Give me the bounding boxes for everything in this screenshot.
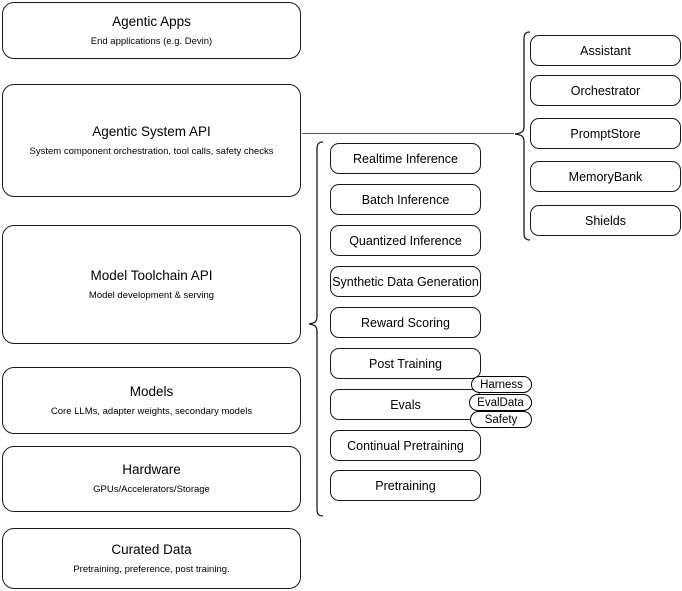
stack-layer-curated-data[interactable]: Curated Data Pretraining, preference, po… (2, 528, 301, 589)
evals-tag-harness[interactable]: Harness (471, 376, 532, 393)
capability-reward-scoring[interactable]: Reward Scoring (330, 307, 481, 338)
evals-tag-evaldata[interactable]: EvalData (469, 394, 532, 411)
stack-layer-models[interactable]: Models Core LLMs, adapter weights, secon… (2, 367, 301, 434)
brace-model-toolchain (308, 141, 324, 517)
layer-subtitle: Pretraining, preference, post training. (73, 563, 230, 575)
layer-subtitle: End applications (e.g. Devin) (90, 35, 213, 47)
capability-label: Pretraining (375, 478, 436, 493)
layer-subtitle: GPUs/Accelerators/Storage (93, 484, 210, 495)
agentic-component-label: Shields (585, 213, 626, 228)
evals-tag-label: EvalData (477, 396, 524, 409)
capability-batch-inference[interactable]: Batch Inference (330, 184, 481, 215)
evals-tag-label: Safety (484, 413, 518, 426)
capability-label: Reward Scoring (361, 315, 450, 330)
stack-layer-hardware[interactable]: Hardware GPUs/Accelerators/Storage (2, 446, 301, 512)
capability-realtime-inference[interactable]: Realtime Inference (330, 143, 481, 174)
evals-tag-label: Harness (480, 378, 523, 391)
stack-layer-model-toolchain-api[interactable]: Model Toolchain API Model development & … (2, 225, 301, 344)
agentic-component-label: Orchestrator (570, 83, 641, 98)
capability-post-training[interactable]: Post Training (330, 348, 481, 379)
layer-subtitle: System component orchestration, tool cal… (29, 145, 274, 157)
agentic-component-orchestrator[interactable]: Orchestrator (530, 75, 681, 106)
layer-subtitle: Core LLMs, adapter weights, secondary mo… (50, 405, 253, 417)
brace-agentic-system (514, 31, 531, 241)
capability-label: Batch Inference (361, 192, 450, 207)
layer-title: Curated Data (111, 541, 192, 557)
agentic-component-memorybank[interactable]: MemoryBank (530, 161, 681, 192)
agentic-component-label: Assistant (580, 43, 631, 58)
capability-label: Post Training (369, 356, 442, 371)
capability-continual-pretraining[interactable]: Continual Pretraining (330, 430, 481, 461)
layer-title: Hardware (122, 462, 181, 478)
capability-quantized-inference[interactable]: Quantized Inference (330, 225, 481, 256)
evals-tag-safety[interactable]: Safety (470, 411, 532, 428)
capability-label: Evals (390, 397, 421, 412)
capability-label: Realtime Inference (353, 151, 458, 166)
capability-pretraining[interactable]: Pretraining (330, 470, 481, 501)
layer-title: Model Toolchain API (90, 267, 213, 283)
layer-title: Agentic Apps (112, 13, 191, 29)
capability-synthetic-data-generation[interactable]: Synthetic Data Generation (330, 266, 481, 297)
layer-title: Agentic System API (92, 123, 211, 139)
agentic-component-promptstore[interactable]: PromptStore (530, 118, 681, 149)
capability-label: Quantized Inference (349, 233, 462, 248)
stack-layer-agentic-system-api[interactable]: Agentic System API System component orch… (2, 84, 301, 197)
connector-agentic-system-to-components (302, 133, 514, 135)
capability-evals[interactable]: Evals (330, 389, 481, 420)
agentic-component-shields[interactable]: Shields (530, 205, 681, 236)
stack-layer-agentic-apps[interactable]: Agentic Apps End applications (e.g. Devi… (2, 2, 301, 59)
agentic-component-label: MemoryBank (568, 169, 643, 184)
capability-label: Continual Pretraining (347, 438, 464, 453)
agentic-component-assistant[interactable]: Assistant (530, 35, 681, 66)
capability-label: Synthetic Data Generation (332, 274, 479, 289)
layer-subtitle: Model development & serving (88, 289, 215, 301)
layer-title: Models (129, 383, 174, 399)
agentic-component-label: PromptStore (570, 126, 641, 141)
